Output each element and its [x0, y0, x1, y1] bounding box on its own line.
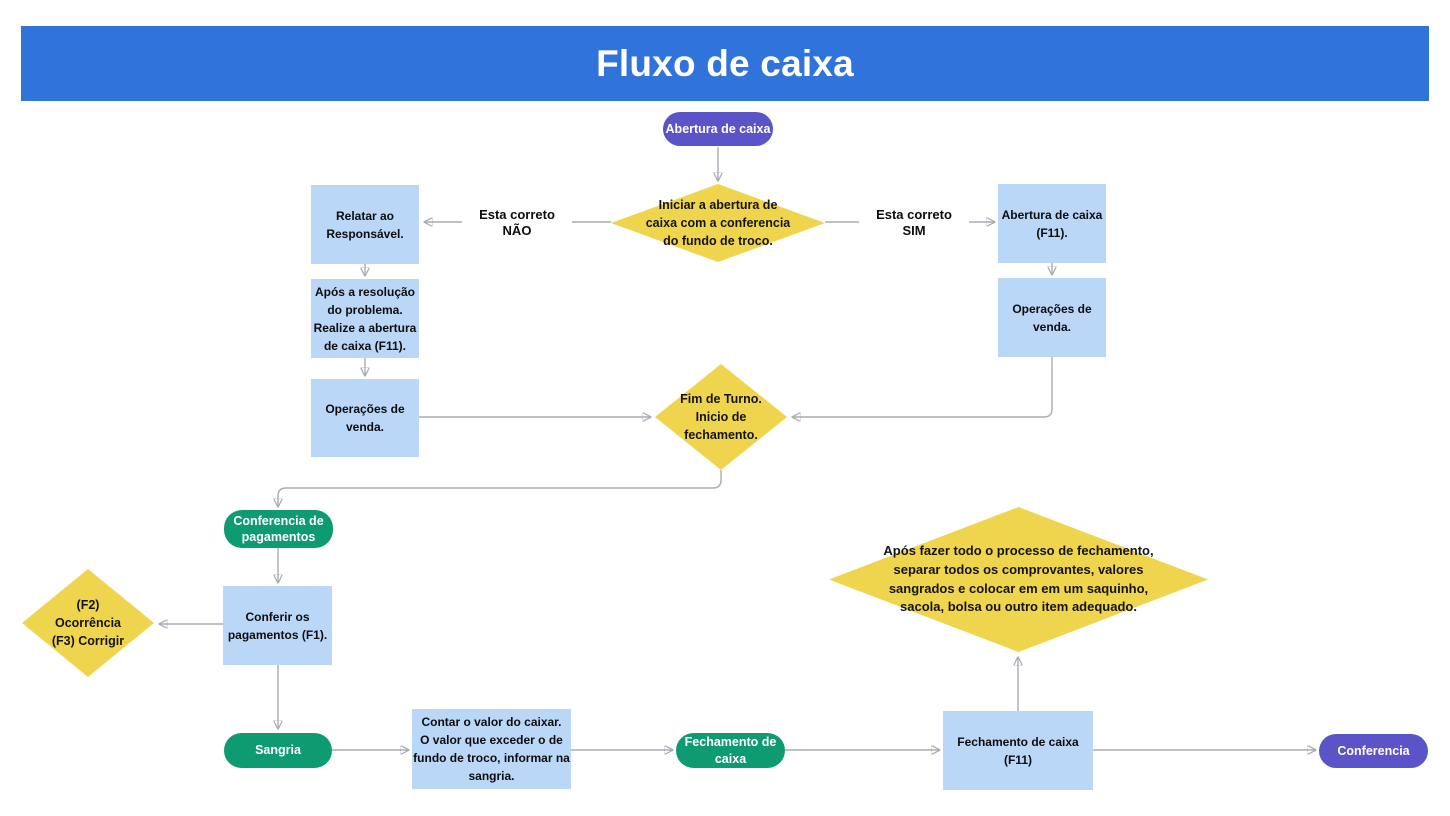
node-sangria-pill: Sangria [224, 733, 332, 768]
edge-label-sim: Esta correto SIM [859, 206, 969, 241]
header-banner: Fluxo de caixa [21, 26, 1429, 101]
node-operacoes-venda-left-rect: Operações de venda. [311, 379, 419, 457]
node-ocorrencia-diamond: (F2) Ocorrência (F3) Corrigir [22, 569, 154, 677]
node-fechamento-f11-rect: Fechamento de caixa (F11) [943, 711, 1093, 790]
node-fechamento-caixa-pill: Fechamento de caixa [676, 733, 785, 768]
node-conferir-pagamentos-rect: Conferir os pagamentos (F1). [223, 586, 332, 665]
node-fim-turno-diamond: Fim de Turno. Inicio de fechamento. [655, 364, 787, 470]
connector-fim-to-conferencia-pag [278, 470, 722, 506]
node-operacoes-venda-right-rect: Operações de venda. [998, 278, 1106, 357]
node-conferencia-pagamentos-pill: Conferencia de pagamentos [224, 510, 333, 548]
node-apos-fechamento-diamond: Após fazer todo o processo de fechamento… [829, 507, 1208, 652]
diamond-label: Iniciar a abertura de caixa com a confer… [645, 197, 791, 249]
node-contar-valor-rect: Contar o valor do caixar. O valor que ex… [412, 709, 571, 789]
diamond-label: Fim de Turno. Inicio de fechamento. [680, 391, 762, 443]
node-check-opening-diamond: Iniciar a abertura de caixa com a confer… [611, 184, 825, 262]
connector-operacoes-right-to-fim [793, 357, 1053, 417]
node-apos-resolucao-rect: Após a resolução do problema. Realize a … [311, 279, 419, 358]
node-conferencia-pill: Conferencia [1319, 734, 1428, 768]
node-start-pill: Abertura de caixa [663, 112, 773, 146]
diamond-label: (F2) Ocorrência (F3) Corrigir [51, 597, 125, 649]
node-abertura-f11-rect: Abertura de caixa (F11). [998, 184, 1106, 263]
page-title: Fluxo de caixa [596, 42, 854, 84]
edge-label-nao: Esta correto NÃO [462, 206, 572, 241]
diamond-label: Após fazer todo o processo de fechamento… [883, 542, 1154, 615]
node-relatar-rect: Relatar ao Responsável. [311, 185, 419, 264]
